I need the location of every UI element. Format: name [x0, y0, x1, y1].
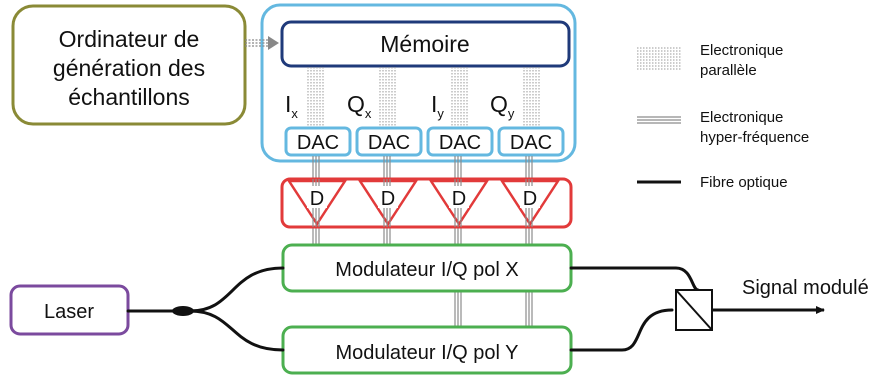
legend-hf-line1: Electronique	[700, 109, 783, 126]
modulator-y-label: Modulateur I/Q pol Y	[335, 342, 518, 364]
legend-parallel-swatch	[637, 47, 681, 70]
laser-block: Laser	[9, 284, 130, 336]
dac-block-qx: DAC	[355, 126, 423, 157]
dac-label: DAC	[368, 132, 410, 154]
legend-fiber: Fibre optique	[700, 174, 788, 191]
legend-parallel-line1: Electronique	[700, 42, 783, 59]
memory-block: Mémoire	[280, 20, 571, 68]
driver-triangle-qy	[499, 179, 561, 227]
driver-triangle-ix	[286, 179, 348, 227]
dac-block-ix: DAC	[284, 126, 352, 157]
parallel-bus-qy	[523, 67, 540, 128]
driver-label: D	[523, 188, 537, 210]
driver-label: D	[381, 188, 395, 210]
fiber-mod-x-to-combiner	[569, 266, 700, 292]
driver-label: D	[452, 188, 466, 210]
driver-label: D	[310, 188, 324, 210]
modulator-y-block: Modulateur I/Q pol Y	[281, 325, 573, 375]
channel-label-qy: Qy	[490, 91, 515, 121]
fiber-splitter-to-mod-y	[188, 309, 285, 352]
memory-label: Mémoire	[380, 31, 469, 57]
channel-label-qx: Qx	[347, 91, 372, 121]
fiber-mod-y-to-combiner	[569, 308, 674, 352]
computer-label-line3: échantillons	[68, 84, 189, 110]
legend-hf-swatch	[637, 116, 681, 124]
modulator-x-block: Modulateur I/Q pol X	[281, 243, 573, 293]
driver-triangle-iy	[428, 179, 490, 227]
polarization-combiner	[675, 289, 713, 331]
modulator-x-label: Modulateur I/Q pol X	[335, 259, 518, 281]
optical-fibers	[126, 266, 700, 352]
computer-to-memory-arrow	[245, 39, 268, 47]
computer-label-line2: génération des	[53, 55, 205, 81]
dac-block-qy: DAC	[497, 126, 565, 157]
channel-label-iy: Iy	[431, 91, 444, 121]
fiber-splitter-to-mod-x	[188, 266, 285, 313]
legend: Electronique parallèle Electronique hype…	[637, 42, 809, 191]
driver-bank: D D D D	[280, 177, 573, 229]
channel-label-ix: Ix	[285, 91, 298, 121]
legend-parallel-line2: parallèle	[700, 62, 757, 79]
controller-box	[260, 3, 577, 163]
output-label: Signal modulé	[742, 277, 869, 299]
legend-hf-line2: hyper-fréquence	[700, 129, 809, 146]
computer-block: Ordinateur de génération des échantillon…	[11, 4, 247, 126]
computer-to-memory-arrowhead	[268, 36, 279, 50]
dac-label: DAC	[510, 132, 552, 154]
dac-block-iy: DAC	[426, 126, 494, 157]
driver-triangle-qx	[357, 179, 419, 227]
laser-label: Laser	[44, 301, 94, 323]
parallel-buses	[307, 67, 540, 128]
computer-label-line1: Ordinateur de	[59, 26, 200, 52]
dac-label: DAC	[297, 132, 339, 154]
parallel-bus-qx	[379, 67, 396, 128]
dac-label: DAC	[439, 132, 481, 154]
parallel-bus-iy	[451, 67, 468, 128]
parallel-bus-ix	[307, 67, 324, 128]
fiber-splitter	[172, 306, 194, 316]
